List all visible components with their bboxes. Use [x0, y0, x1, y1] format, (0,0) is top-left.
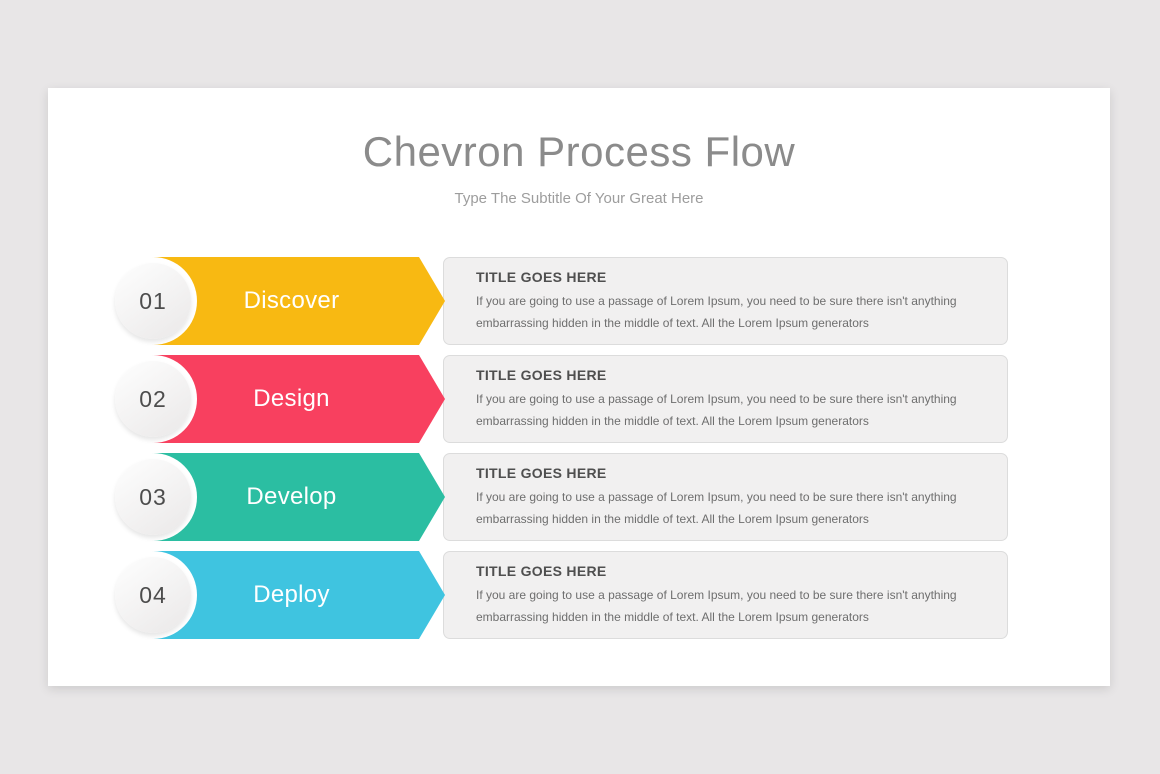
step-label: Develop [246, 483, 337, 510]
chevron-arrow-shape: Develop [152, 453, 445, 541]
slide: Chevron Process Flow Type The Subtitle O… [48, 88, 1110, 686]
step-card-body-line: If you are going to use a passage of Lor… [476, 588, 957, 602]
process-step-row-4: TITLE GOES HERE If you are going to use … [48, 551, 1110, 639]
step-number: 04 [139, 581, 167, 608]
page-title: Chevron Process Flow [362, 128, 796, 175]
step-card-body-line: If you are going to use a passage of Lor… [476, 490, 957, 504]
step-label: Design [253, 385, 330, 412]
step-card-body-line: embarrassing hidden in the middle of tex… [476, 512, 869, 526]
step-card-body-line: embarrassing hidden in the middle of tex… [476, 316, 869, 330]
step-card-body-line: If you are going to use a passage of Lor… [476, 392, 957, 406]
step-card-title: TITLE GOES HERE [476, 269, 607, 285]
chevron-arrow-shape: Design [152, 355, 445, 443]
step-number-badge: 03 [115, 459, 191, 535]
step-number-badge: 04 [115, 557, 191, 633]
page-subtitle: Type The Subtitle Of Your Great Here [454, 190, 704, 207]
chevron-arrow-shape: Discover [152, 257, 445, 345]
step-card-title: TITLE GOES HERE [476, 465, 607, 481]
step-number-badge: 01 [115, 263, 191, 339]
step-card: TITLE GOES HERE If you are going to use … [443, 257, 1008, 345]
step-card-title: TITLE GOES HERE [476, 563, 607, 579]
step-card: TITLE GOES HERE If you are going to use … [443, 551, 1008, 639]
step-label: Deploy [253, 581, 330, 608]
step-card: TITLE GOES HERE If you are going to use … [443, 355, 1008, 443]
step-card-body-line: embarrassing hidden in the middle of tex… [476, 610, 869, 624]
chevron-arrow-shape: Deploy [152, 551, 445, 639]
step-card-body-line: If you are going to use a passage of Lor… [476, 294, 957, 308]
process-step-row-2: TITLE GOES HERE If you are going to use … [48, 355, 1110, 443]
step-card-title: TITLE GOES HERE [476, 367, 607, 383]
step-card: TITLE GOES HERE If you are going to use … [443, 453, 1008, 541]
process-step-row-1: TITLE GOES HERE If you are going to use … [48, 257, 1110, 345]
process-step-row-3: TITLE GOES HERE If you are going to use … [48, 453, 1110, 541]
step-label: Discover [243, 287, 340, 314]
step-number: 01 [139, 287, 167, 314]
step-number-badge: 02 [115, 361, 191, 437]
step-number: 02 [139, 385, 167, 412]
step-number: 03 [139, 483, 167, 510]
step-card-body-line: embarrassing hidden in the middle of tex… [476, 414, 869, 428]
